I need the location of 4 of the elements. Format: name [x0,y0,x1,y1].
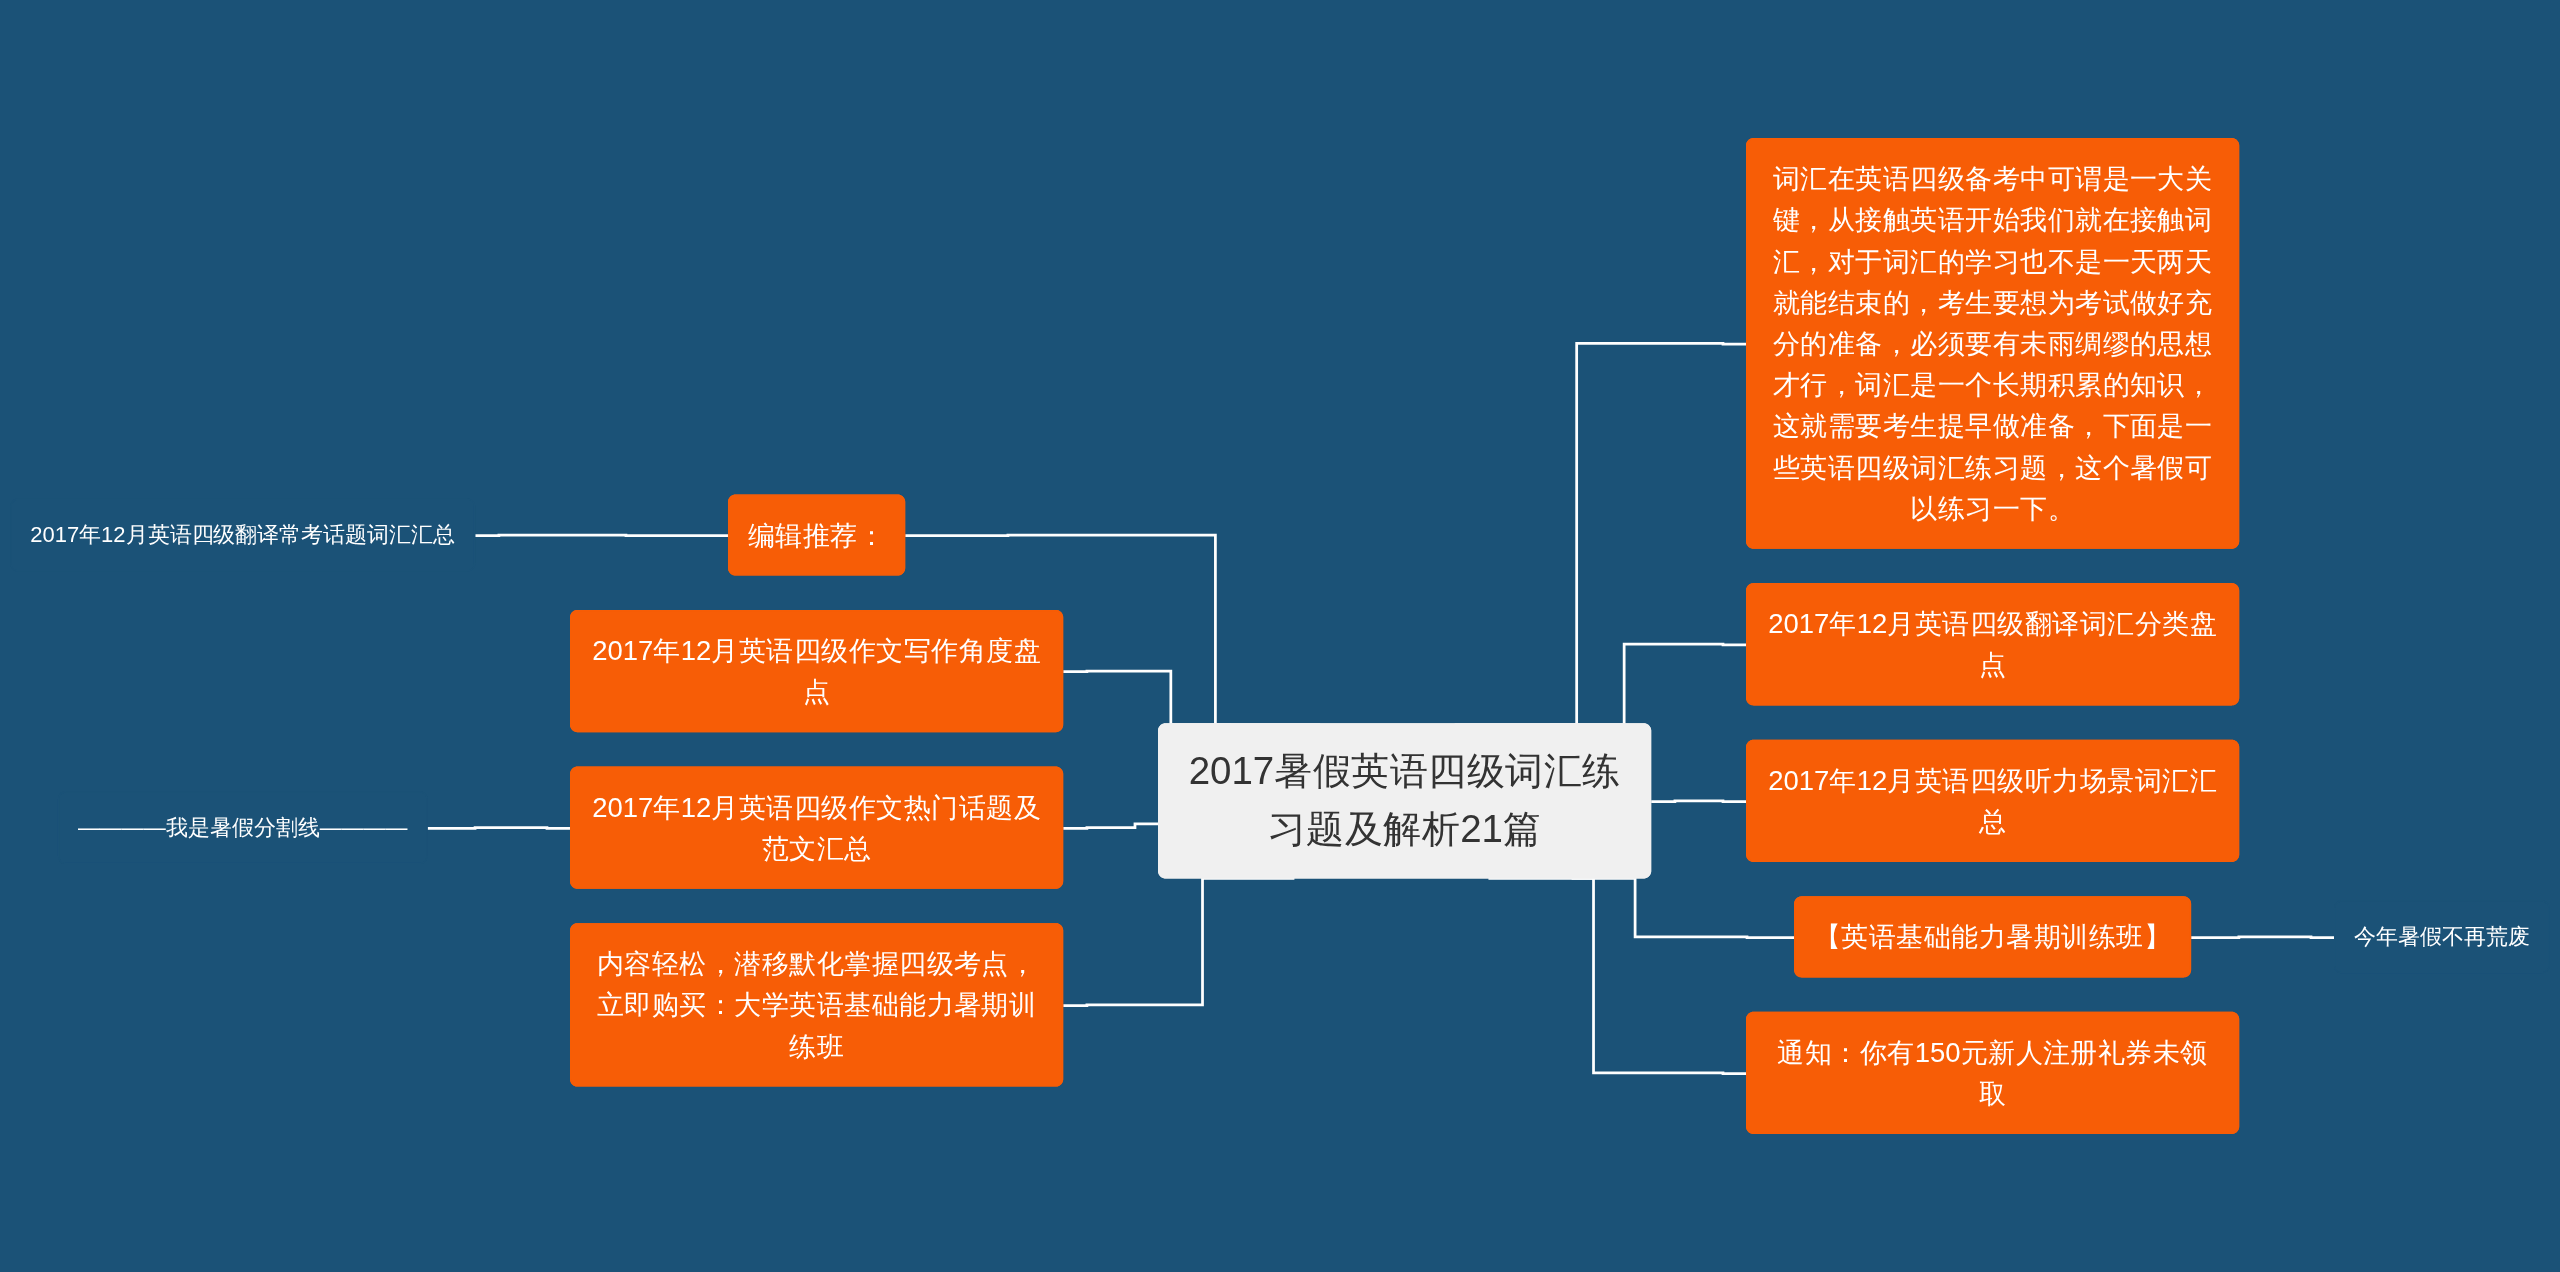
node-text: 2017年12月英语四级翻译常考话题词汇汇总 [30,522,456,547]
node-text: 今年暑假不再荒废 [2353,924,2530,948]
connector [1063,877,1295,1007]
node-text: ————我是暑假分割线———— [77,815,408,839]
